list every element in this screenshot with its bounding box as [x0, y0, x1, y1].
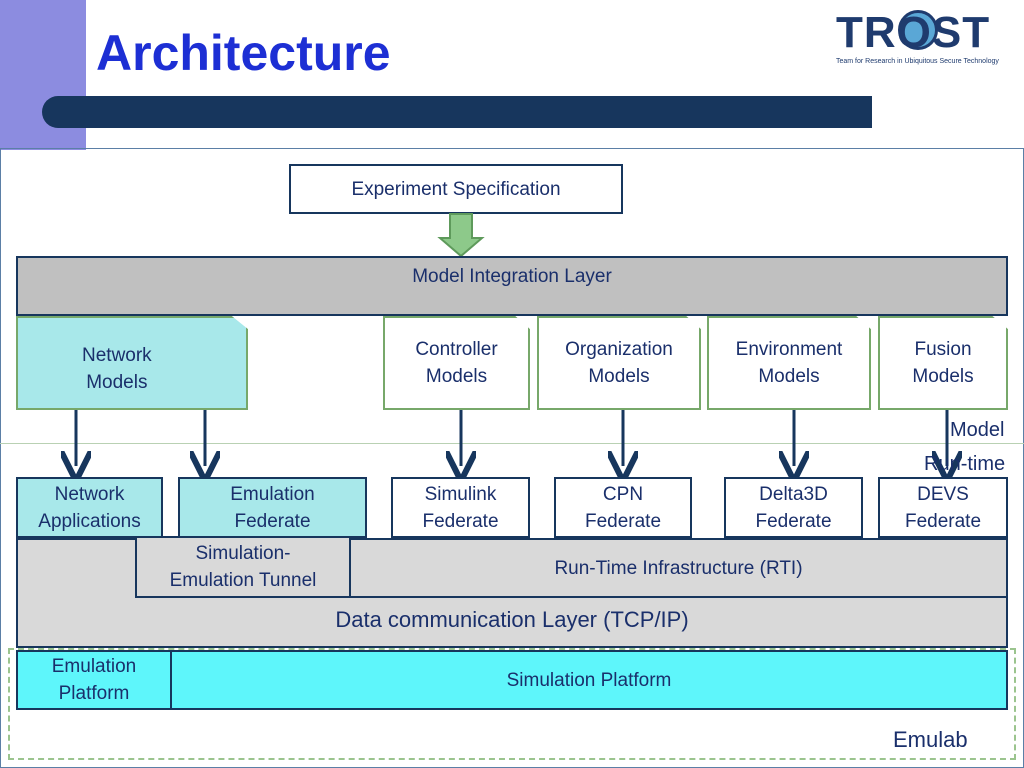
emulab-label: Emulab — [893, 727, 968, 752]
emulation-federate-box: Emulation Federate — [178, 477, 367, 538]
rti-box: Run-Time Infrastructure (RTI) — [349, 538, 1008, 598]
simulation-platform-box: Simulation Platform — [170, 650, 1008, 710]
model-runtime-divider — [0, 443, 1024, 444]
network-models-box: Network Models — [16, 316, 248, 410]
emulab-boundary — [8, 648, 1016, 760]
emulation-platform-box: Emulation Platform — [16, 650, 172, 710]
experiment-specification-box: Experiment Specification — [289, 164, 623, 214]
simulation-emulation-tunnel-box: Simulation- Emulation Tunnel — [135, 536, 351, 598]
logo-text: TROST — [836, 8, 991, 57]
page-title: Architecture — [96, 25, 391, 81]
network-applications-box: Network Applications — [16, 477, 163, 538]
delta3d-federate-box: Delta3D Federate — [724, 477, 863, 538]
trost-logo: TROST Team for Research in Ubiquitous Se… — [834, 8, 1014, 70]
spec-to-integration-arrow — [437, 213, 485, 258]
organization-models-box: Organization Models — [537, 316, 701, 410]
fusion-models-box: Fusion Models — [878, 316, 1008, 410]
logo-tagline: Team for Research in Ubiquitous Secure T… — [836, 58, 999, 65]
title-underline-bar — [42, 96, 872, 128]
model-label: Model — [950, 419, 1005, 441]
data-communication-layer-label: Data communication Layer (TCP/IP) — [335, 607, 689, 632]
environment-models-box: Environment Models — [707, 316, 871, 410]
model-integration-layer: Model Integration Layer — [16, 256, 1008, 316]
model-integration-layer-label: Model Integration Layer — [412, 266, 612, 287]
logo-globe-icon — [898, 10, 938, 50]
devs-federate-box: DEVS Federate — [878, 477, 1008, 538]
cpn-federate-box: CPN Federate — [554, 477, 692, 538]
simulink-federate-box: Simulink Federate — [391, 477, 530, 538]
controller-models-box: Controller Models — [383, 316, 530, 410]
runtime-label: Run-time — [924, 453, 1006, 475]
